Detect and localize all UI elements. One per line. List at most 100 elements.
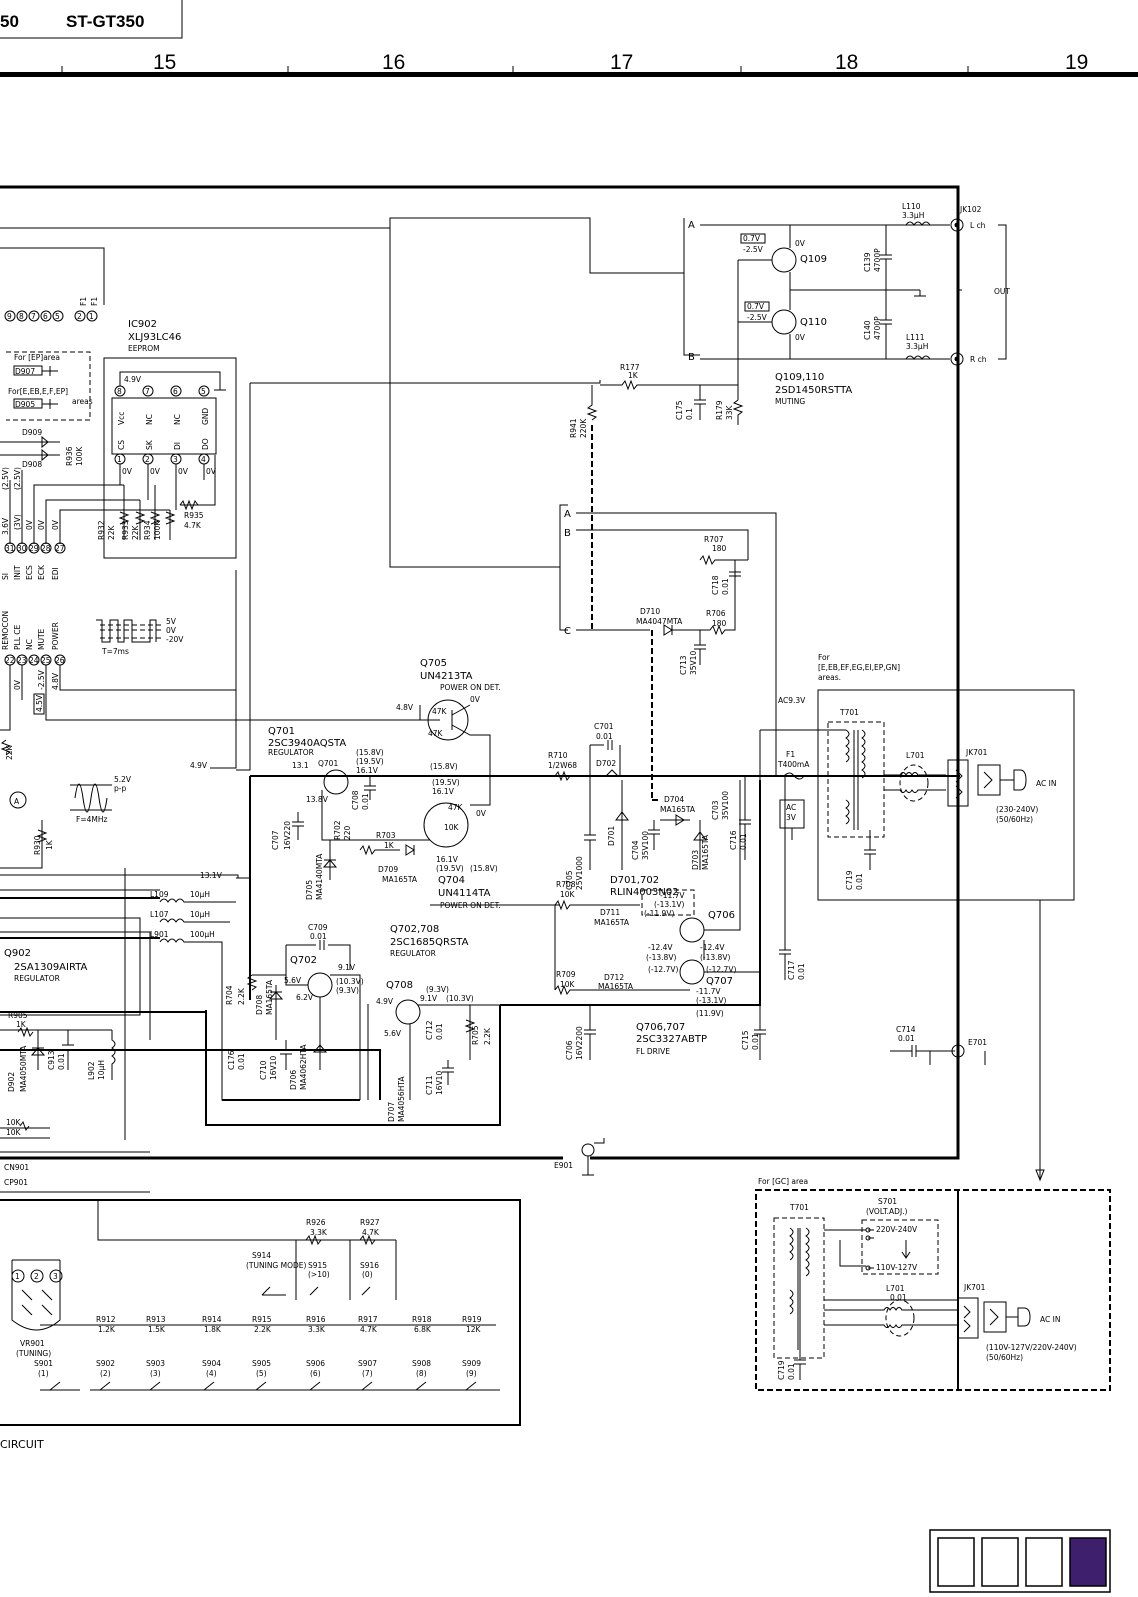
svg-text:(15.8V): (15.8V) — [356, 748, 384, 757]
svg-text:R934: R934 — [143, 520, 152, 540]
svg-text:R703: R703 — [376, 831, 396, 840]
svg-text:2SC3940AQSTA: 2SC3940AQSTA — [268, 738, 346, 749]
svg-text:3V: 3V — [786, 813, 797, 822]
svg-text:0.01: 0.01 — [721, 578, 730, 595]
svg-text:R914: R914 — [202, 1315, 222, 1324]
svg-text:D711: D711 — [600, 908, 620, 917]
svg-text:C719: C719 — [845, 870, 854, 890]
svg-text:(2.5V): (2.5V) — [13, 467, 22, 490]
svg-text:C708: C708 — [351, 790, 360, 810]
svg-text:L901: L901 — [150, 930, 169, 939]
svg-text:R932: R932 — [97, 520, 106, 540]
svg-text:POWER ON DET.: POWER ON DET. — [440, 683, 501, 692]
svg-text:0V: 0V — [150, 467, 161, 476]
svg-text:S906: S906 — [306, 1359, 325, 1368]
svg-text:(-13.1V): (-13.1V) — [696, 996, 726, 1005]
svg-text:SK: SK — [145, 439, 154, 450]
svg-text:0.7V: 0.7V — [743, 234, 761, 243]
svg-text:(1): (1) — [38, 1369, 49, 1378]
svg-text:R941: R941 — [569, 418, 578, 438]
svg-text:(9): (9) — [466, 1369, 477, 1378]
svg-text:2SC3327ABTP: 2SC3327ABTP — [636, 1034, 707, 1045]
svg-text:0.01: 0.01 — [57, 1053, 66, 1070]
svg-text:S916: S916 — [360, 1261, 379, 1270]
svg-text:C707: C707 — [271, 830, 280, 850]
svg-text:T400mA: T400mA — [777, 760, 810, 769]
svg-text:6.8K: 6.8K — [414, 1325, 432, 1334]
for-ep-label: For [EP]area — [14, 353, 60, 362]
svg-text:POWER: POWER — [51, 622, 60, 650]
svg-text:R930: R930 — [33, 835, 42, 855]
svg-text:R179: R179 — [715, 400, 724, 420]
svg-text:[E,EB,EF,EG,EI,EP,GN]: [E,EB,EF,EG,EI,EP,GN] — [818, 663, 900, 672]
svg-text:R ch: R ch — [970, 355, 987, 364]
svg-text:S915: S915 — [308, 1261, 327, 1270]
svg-text:R912: R912 — [96, 1315, 116, 1324]
svg-text:5.2V: 5.2V — [114, 775, 132, 784]
svg-text:A: A — [564, 509, 571, 520]
svg-text:(-12.7V): (-12.7V) — [648, 965, 678, 974]
page-markers — [929, 1529, 1111, 1593]
svg-text:0.01: 0.01 — [855, 873, 864, 890]
svg-text:OUT: OUT — [994, 287, 1010, 296]
svg-text:R905: R905 — [8, 1011, 28, 1020]
svg-text:24: 24 — [29, 656, 39, 665]
svg-text:1K: 1K — [628, 371, 639, 380]
svg-text:(19.5V): (19.5V) — [432, 778, 460, 787]
svg-text:-2.5V: -2.5V — [743, 245, 764, 254]
svg-text:(19.5V): (19.5V) — [356, 757, 384, 766]
svg-text:Q701: Q701 — [268, 726, 295, 737]
svg-text:C717: C717 — [787, 960, 796, 980]
svg-text:3.6V: 3.6V — [1, 517, 10, 535]
connector-cn901: CN901 CP901 — [0, 1151, 150, 1193]
svg-text:MUTING: MUTING — [775, 397, 805, 406]
svg-text:L111: L111 — [906, 333, 925, 342]
vr901-tuning: 1 2 3 VR901 (TUNING) — [11, 1259, 63, 1358]
svg-text:EEPROM: EEPROM — [128, 344, 160, 353]
svg-text:MA165TA: MA165TA — [598, 982, 634, 991]
svg-text:12K: 12K — [466, 1325, 482, 1334]
svg-text:100K: 100K — [153, 520, 162, 540]
svg-text:6: 6 — [43, 312, 48, 321]
svg-text:C714: C714 — [896, 1025, 916, 1034]
svg-text:C176: C176 — [227, 1050, 236, 1070]
svg-text:-11.7V: -11.7V — [696, 987, 721, 996]
svg-text:22K: 22K — [131, 524, 140, 540]
svg-text:C140: C140 — [863, 320, 872, 340]
svg-text:XLJ93LC46: XLJ93LC46 — [128, 332, 181, 343]
svg-text:25: 25 — [41, 656, 51, 665]
svg-text:(-13.8V): (-13.8V) — [646, 953, 676, 962]
svg-text:C715: C715 — [741, 1030, 750, 1050]
svg-text:C716: C716 — [729, 830, 738, 850]
ic902-eeprom: IC902 XLJ93LC46 EEPROM 8 7 6 5 Vcc NC NC… — [103, 319, 237, 559]
page-marker-2 — [981, 1537, 1019, 1587]
svg-text:F1: F1 — [90, 297, 99, 306]
svg-text:C175: C175 — [675, 400, 684, 420]
svg-text:16.1V: 16.1V — [356, 766, 379, 775]
svg-text:5: 5 — [201, 387, 206, 396]
page-marker-1 — [937, 1537, 975, 1587]
svg-text:RLIN4003N02: RLIN4003N02 — [610, 887, 679, 898]
svg-text:MA165TA: MA165TA — [594, 918, 630, 927]
svg-text:35V100: 35V100 — [721, 791, 730, 820]
svg-text:S903: S903 — [146, 1359, 165, 1368]
svg-text:(50/60Hz): (50/60Hz) — [986, 1353, 1023, 1362]
svg-text:16V2200: 16V2200 — [575, 1026, 584, 1060]
svg-text:(5): (5) — [256, 1369, 267, 1378]
svg-text:4.7K: 4.7K — [360, 1325, 378, 1334]
svg-text:0V: 0V — [206, 467, 217, 476]
svg-text:R915: R915 — [252, 1315, 272, 1324]
svg-text:C913: C913 — [47, 1050, 56, 1070]
svg-text:(-12.7V): (-12.7V) — [706, 965, 736, 974]
svg-text:Vcc: Vcc — [117, 412, 126, 425]
svg-text:F1: F1 — [79, 297, 88, 306]
svg-text:L701: L701 — [886, 1284, 905, 1293]
model-title: ST-GT350 — [66, 12, 144, 31]
svg-text:ECK: ECK — [37, 564, 46, 580]
svg-text:E901: E901 — [554, 1161, 573, 1170]
svg-text:L ch: L ch — [970, 221, 986, 230]
svg-text:23: 23 — [17, 656, 27, 665]
svg-text:C703: C703 — [711, 800, 720, 820]
